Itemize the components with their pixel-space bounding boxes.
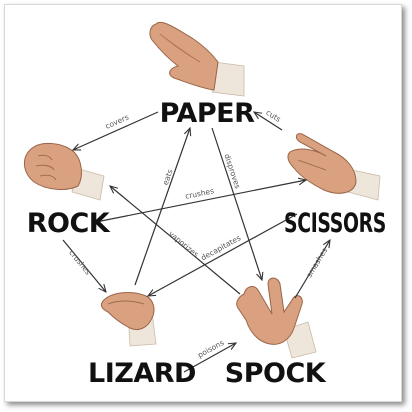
- edge-paper-rock: [73, 111, 159, 150]
- node-spock: SPOCK: [225, 358, 327, 389]
- edge-label-spock-scissors: smashes: [304, 246, 329, 279]
- edge-paper-spock: [211, 127, 262, 280]
- fist-icon: [24, 143, 105, 201]
- node-paper: PAPER: [160, 98, 255, 129]
- edge-spock-rock: [110, 186, 241, 295]
- edge-scissors-lizard: [148, 213, 298, 296]
- lizard-hand-icon: [100, 292, 157, 347]
- two-fingers-hand-icon: [287, 133, 381, 201]
- edge-lizard-paper: [134, 128, 190, 286]
- edge-lizard-spock: [183, 343, 236, 373]
- node-rock: ROCK: [27, 208, 111, 239]
- edge-label-scissors-paper: cuts: [264, 108, 282, 124]
- node-scissors: SCISSORS: [284, 208, 386, 239]
- edge-scissors-paper: [254, 112, 283, 131]
- edge-label-rock-lizard: crushes: [67, 248, 93, 276]
- edge-label-paper-spock: disproves: [222, 153, 242, 190]
- flat-hand-icon: [149, 22, 245, 97]
- edge-spock-scissors: [294, 240, 330, 299]
- vulcan-salute-hand-icon: [236, 277, 317, 359]
- edge-rock-lizard: [62, 239, 106, 292]
- edge-rock-scissors: [95, 180, 306, 223]
- node-lizard: LIZARD: [88, 358, 196, 389]
- edge-label-paper-rock: covers: [104, 113, 130, 131]
- edge-label-spock-rock: vaporizes: [167, 229, 201, 259]
